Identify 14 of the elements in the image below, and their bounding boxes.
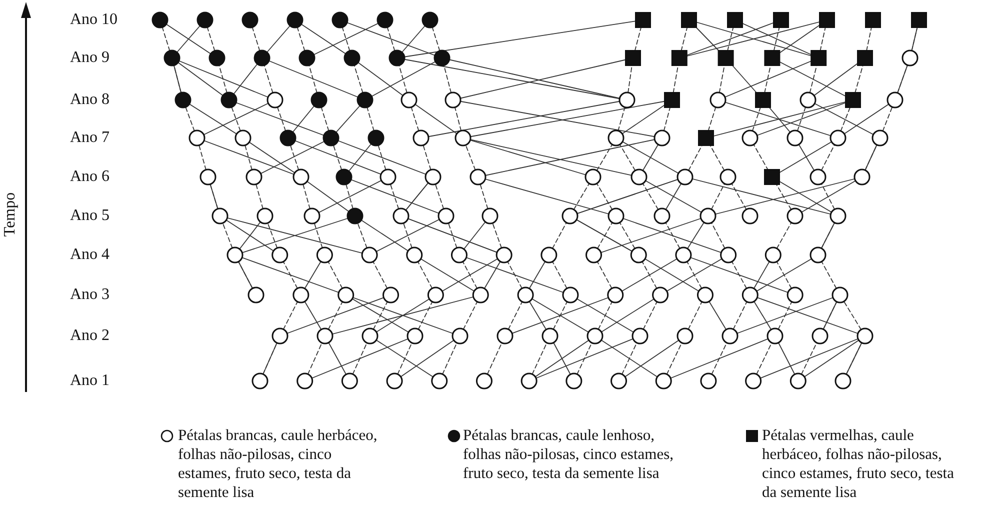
year-label: Ano 4: [70, 245, 110, 264]
legend-text: Pétalas vermelhas, caule herbáceo, folhas não-pilosas, cinco estames, fruto seco, testa da semente lisa: [762, 426, 955, 502]
year-label: Ano 1: [70, 371, 110, 390]
legend-text: Pétalas brancas, caule lenhoso, folhas não-pilosas, cinco estames, fruto seco, testa da semente lisa: [463, 426, 674, 483]
year-label: Ano 7: [70, 128, 110, 147]
year-label: Ano 9: [70, 48, 110, 67]
year-label: Ano 6: [70, 167, 110, 186]
year-label: Ano 5: [70, 206, 110, 225]
year-label: Ano 8: [70, 90, 110, 109]
year-label: Ano 3: [70, 285, 110, 304]
axis-label: Tempo: [0, 192, 20, 237]
legend-text: Pétalas brancas, caule herbáceo, folhas não-pilosas, cinco estames, fruto seco, testa da semente lisa: [178, 426, 378, 502]
year-label: Ano 2: [70, 326, 110, 345]
year-label: Ano 10: [70, 10, 118, 29]
